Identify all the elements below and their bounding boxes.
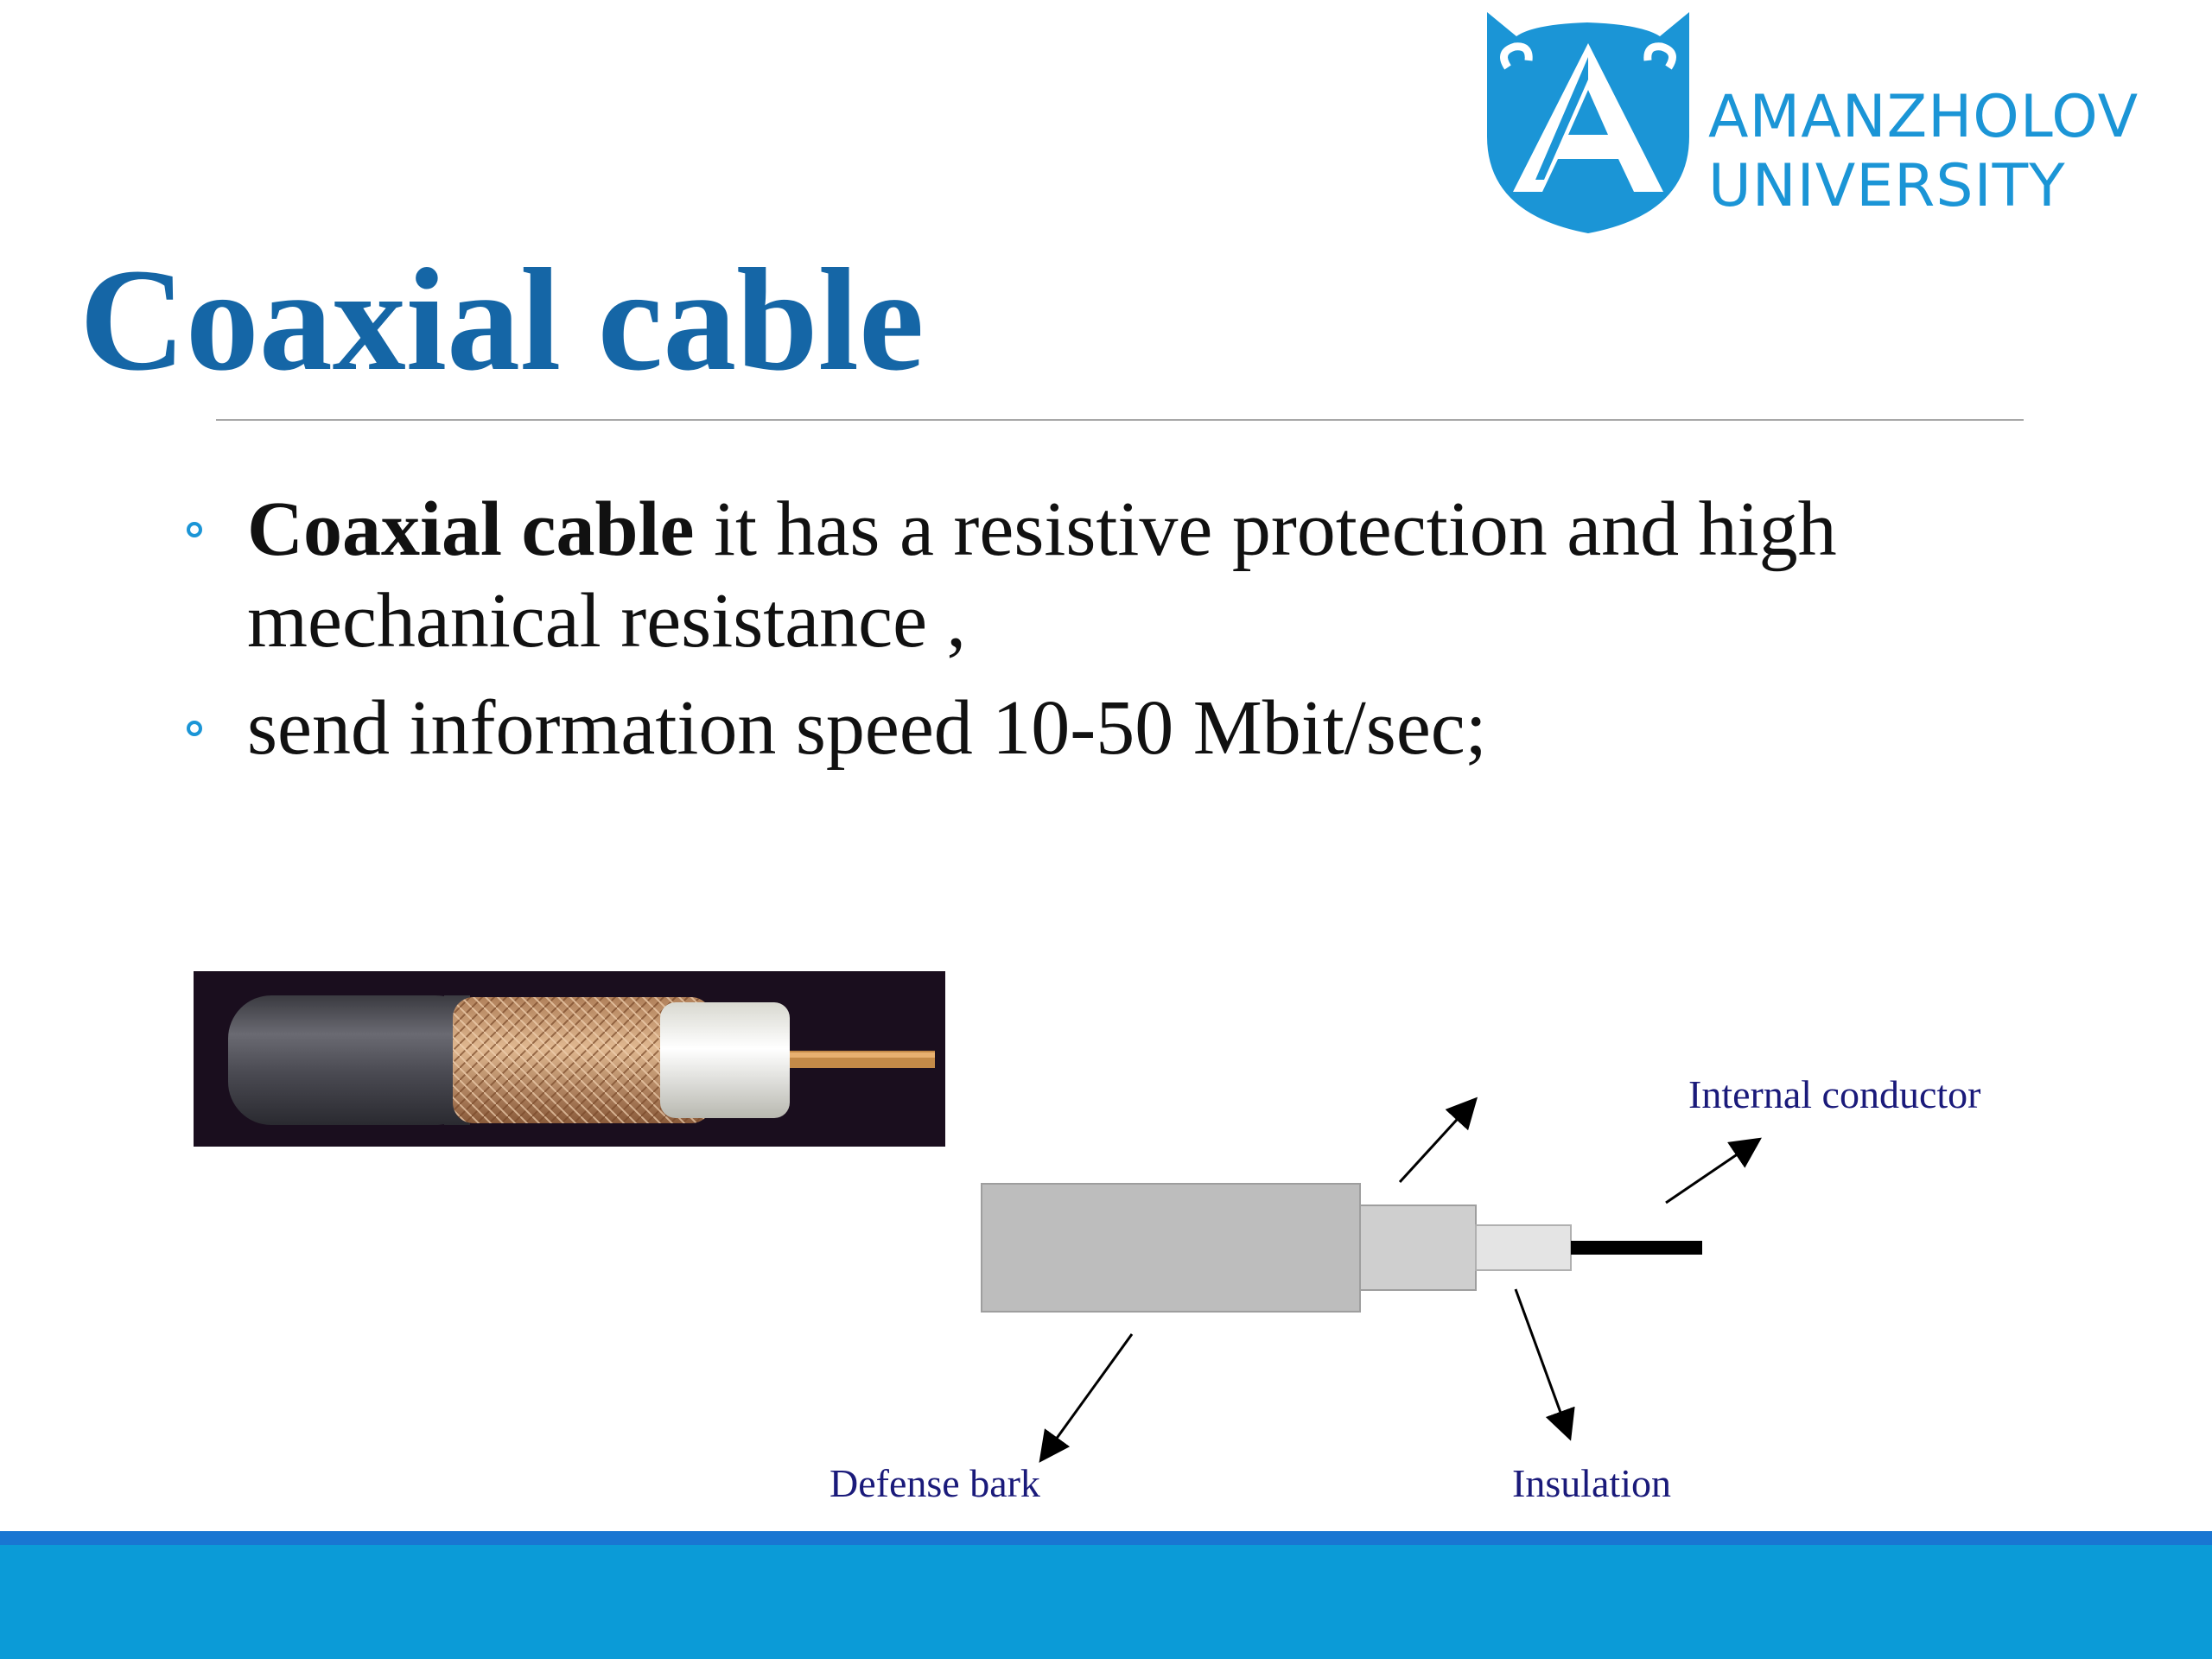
coaxial-cable-diagram: Internal conductor Defense bark Insulati… — [830, 1063, 2126, 1529]
bullet-list: Coaxial cable it has a resistive protect… — [181, 484, 2082, 790]
logo-line-1: AMANZHOLOV — [1708, 83, 2139, 151]
footer-band — [0, 1545, 2212, 1659]
label-defense-bark: Defense bark — [830, 1461, 1040, 1505]
bullet-circle-icon — [187, 721, 202, 736]
slide-title: Coaxial cable — [79, 238, 925, 401]
logo-line-2: UNIVERSITY — [1708, 152, 2066, 220]
label-insulation: Insulation — [1512, 1461, 1671, 1505]
cable-structure-drawing — [981, 1096, 1762, 1463]
bullet-circle-icon — [187, 522, 202, 537]
coaxial-cable-photo — [194, 971, 945, 1147]
footer-accent-line — [0, 1531, 2212, 1545]
bullet-item: Coaxial cable it has a resistive protect… — [181, 484, 2082, 667]
bullet-bold-term: Coaxial cable — [247, 486, 695, 572]
logo-wordmark: AMANZHOLOV UNIVERSITY — [1708, 83, 2139, 221]
bullet-item: send information speed 10-50 Mbit/sec; — [181, 683, 2082, 774]
bullet-text: it has a resistive protection and high m… — [247, 486, 1837, 664]
university-shield-icon — [1487, 12, 1689, 233]
bullet-text: send information speed 10-50 Mbit/sec; — [247, 685, 1487, 771]
label-internal-conductor: Internal conductor — [1688, 1072, 1981, 1116]
title-divider — [216, 419, 2024, 421]
university-logo: AMANZHOLOV UNIVERSITY — [1482, 7, 2173, 240]
